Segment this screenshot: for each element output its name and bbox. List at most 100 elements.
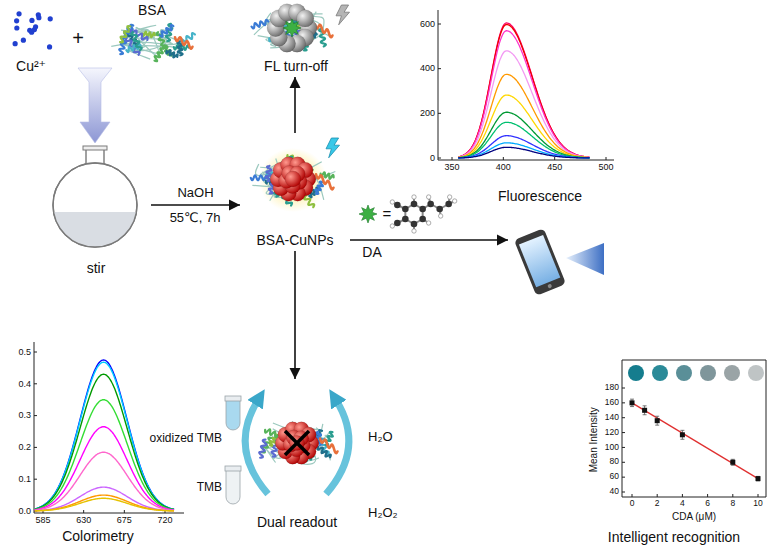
copper-ion-dot xyxy=(14,25,19,30)
lightning-icon xyxy=(336,5,350,25)
error-cap xyxy=(655,425,659,426)
emission-curve xyxy=(458,51,589,158)
copper-ion-dot xyxy=(29,18,34,23)
tick-mark xyxy=(622,462,625,463)
alpha-helix xyxy=(320,439,337,454)
tick-label: 585 xyxy=(35,515,50,525)
x-axis xyxy=(438,160,614,161)
tick-mark xyxy=(438,113,441,114)
color-sample xyxy=(748,365,764,381)
tick-label: 8 xyxy=(730,499,735,509)
emission-curve xyxy=(458,95,589,158)
y-axis xyxy=(438,10,439,160)
tick-mark xyxy=(34,383,37,384)
heavy-atom xyxy=(445,201,452,208)
colorimetry-panel: Colorimetry xyxy=(4,340,192,544)
analyte-label: DA xyxy=(362,244,381,260)
tick-label: 60 xyxy=(610,472,619,482)
node-label: Fluorescence xyxy=(498,188,582,204)
plus-sign: + xyxy=(72,27,84,50)
alpha-helix xyxy=(160,25,173,37)
quenched-nanocluster xyxy=(267,4,317,52)
error-cap xyxy=(731,465,735,466)
smartphone-icon xyxy=(514,228,566,296)
quenched-group: FL turn-off xyxy=(238,2,354,74)
copper-ion-dot xyxy=(36,15,41,20)
plot-frame xyxy=(622,360,766,361)
absorbance-chart xyxy=(34,342,184,513)
dopamine-molecule xyxy=(390,195,457,233)
tick-label: 350 xyxy=(444,162,459,172)
absorbance-curve xyxy=(35,487,174,511)
data-point xyxy=(655,418,660,423)
alpha-helix xyxy=(120,26,130,42)
recognition-panel: Intelligent recognition xyxy=(578,352,770,545)
x-axis xyxy=(34,513,184,514)
protein-ribbon xyxy=(251,155,336,207)
tube-cap xyxy=(225,466,241,471)
tick-mark xyxy=(622,477,625,478)
plot-frame xyxy=(766,360,767,497)
condition-label: 55℃, 7h xyxy=(170,211,221,226)
light-beam xyxy=(566,243,604,275)
detection-arrow xyxy=(350,239,508,241)
copper-ion-dot xyxy=(14,18,19,23)
heavy-atom xyxy=(411,201,418,208)
tick-label: 450 xyxy=(547,162,562,172)
tick-mark xyxy=(34,447,37,448)
color-sample xyxy=(724,365,740,381)
alpha-helix xyxy=(259,440,266,458)
node-label: Dual readout xyxy=(257,514,337,530)
tube-cap xyxy=(225,396,241,401)
heavy-atom xyxy=(436,206,443,213)
axis-title: Mean Intensity xyxy=(588,407,600,472)
nanoparticle xyxy=(285,171,301,187)
tick-mark xyxy=(732,494,733,497)
tube-label: oxidized TMB xyxy=(150,432,222,446)
node-label: BSA xyxy=(138,2,166,18)
alpha-helix xyxy=(316,174,333,189)
tick-label: 720 xyxy=(157,515,172,525)
tick-label: 200 xyxy=(420,108,435,118)
tick-label: 600 xyxy=(420,19,435,29)
emission-curve xyxy=(458,143,589,158)
data-point xyxy=(756,476,761,481)
data-point xyxy=(630,400,635,405)
heavy-atom xyxy=(394,220,401,227)
tick-mark xyxy=(438,24,441,25)
tick-label: 400 xyxy=(420,63,435,73)
hydrogen-atom xyxy=(452,199,456,203)
heavy-atom xyxy=(411,221,418,228)
emission-curve xyxy=(458,25,589,158)
heavy-atom xyxy=(394,202,401,209)
alpha-helix xyxy=(154,48,163,61)
error-cap xyxy=(643,414,647,415)
tick-label: 2 xyxy=(655,499,660,509)
dopamine-star xyxy=(359,205,377,223)
tick-label: 180 xyxy=(605,383,619,393)
tick-label: 0.0 xyxy=(18,506,31,516)
copper-ion-dot xyxy=(27,28,32,33)
alpha-helix xyxy=(175,37,192,48)
fluorescence-panel: Fluorescence xyxy=(420,4,660,204)
color-sample xyxy=(652,365,668,381)
node-label: Cu²⁺ xyxy=(16,58,46,74)
alpha-helix xyxy=(315,25,332,38)
color-sample xyxy=(676,365,692,381)
tick-mark xyxy=(632,494,633,497)
test-tube xyxy=(226,470,240,504)
tick-mark xyxy=(682,494,683,497)
hydrogen-atom xyxy=(426,195,430,199)
tick-label: 10 xyxy=(753,499,762,509)
fluorescence-chart xyxy=(438,10,614,160)
hydrogen-atom xyxy=(447,195,451,199)
alpha-helix xyxy=(142,32,154,38)
color-sample xyxy=(628,365,644,381)
dual-readout-group: Dual readout xyxy=(232,382,362,530)
nanocluster-group: BSA-CuNPs xyxy=(243,136,347,248)
tick-mark xyxy=(622,388,625,389)
tube-label: TMB xyxy=(197,481,222,495)
process-arrow xyxy=(151,204,240,206)
error-cap xyxy=(630,406,634,407)
